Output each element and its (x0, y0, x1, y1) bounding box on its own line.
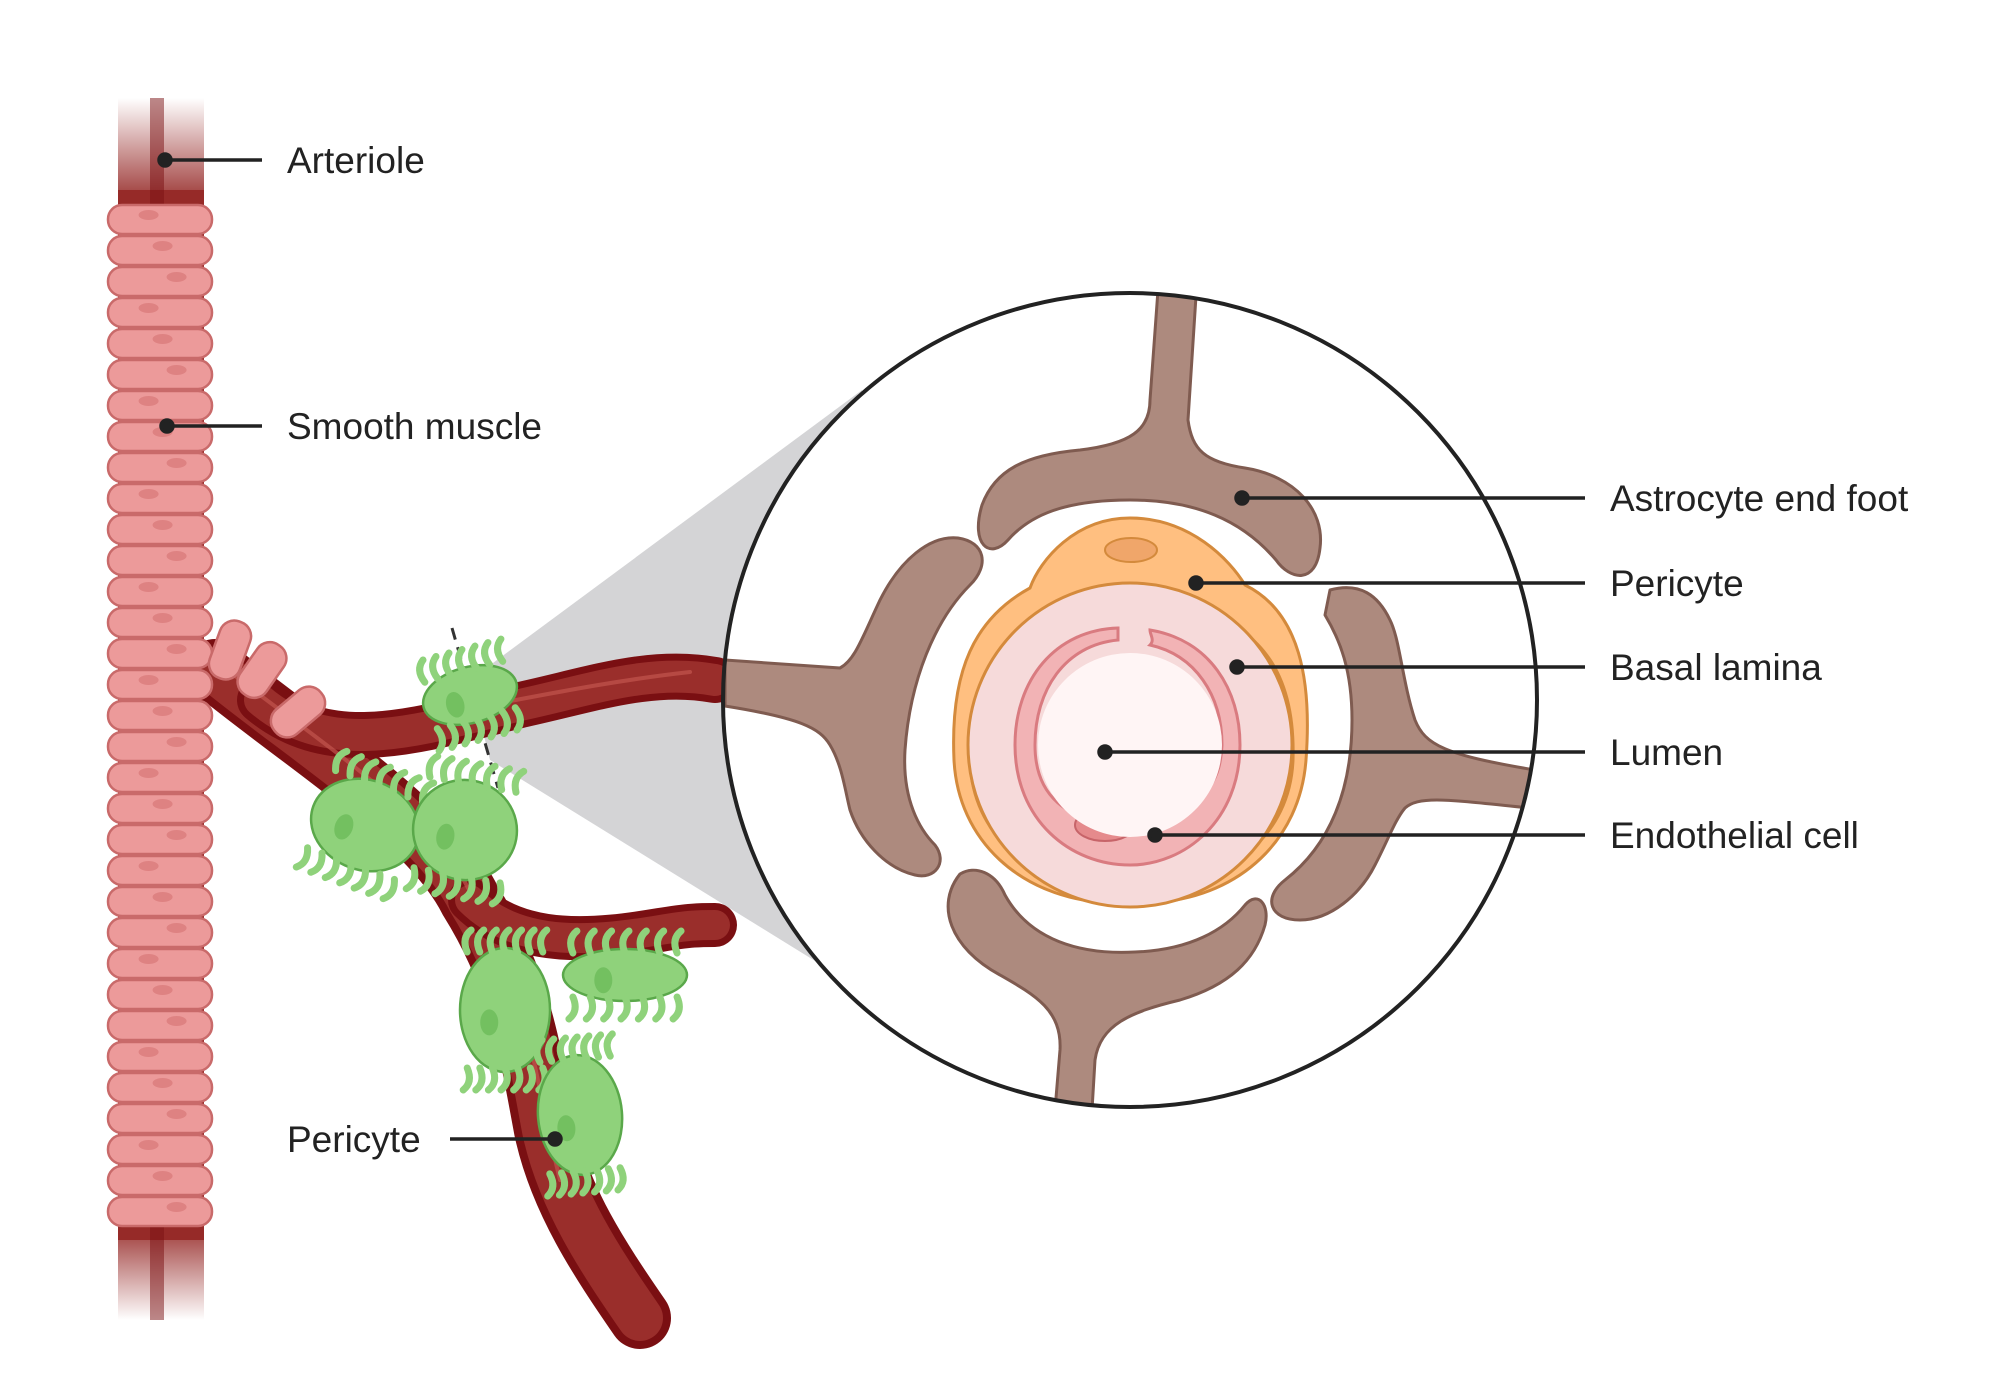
leader-lines (157, 152, 1585, 1147)
label-endothelial-cell: Endothelial cell (1610, 815, 1859, 856)
smooth-muscle-nucleus (152, 985, 173, 995)
pericyte-cell (416, 635, 524, 755)
smooth-muscle-ring (106, 1040, 214, 1073)
label-lumen: Lumen (1610, 732, 1723, 773)
smooth-muscle-nucleus (152, 799, 173, 809)
smooth-muscle-nucleus (152, 334, 173, 344)
smooth-muscle-ring (106, 265, 214, 298)
smooth-muscle-ring (106, 1195, 214, 1228)
smooth-muscle-ring (106, 730, 214, 763)
magnifier-outline (721, 291, 1539, 1109)
smooth-muscle-nucleus (152, 1171, 173, 1181)
smooth-muscle-nucleus (166, 458, 187, 468)
smooth-muscle-ring (106, 358, 214, 391)
smooth-muscle-ring (106, 203, 214, 236)
label-smooth-muscle: Smooth muscle (287, 406, 542, 447)
smooth-muscle-ring (106, 296, 214, 329)
smooth-muscle-nucleus (166, 551, 187, 561)
smooth-muscle-ring (106, 637, 214, 670)
lumen (1038, 653, 1222, 837)
smooth-muscle-ring (106, 575, 214, 608)
smooth-muscle-rings (106, 203, 327, 1228)
smooth-muscle-nucleus (138, 210, 159, 220)
smooth-muscle-nucleus (166, 272, 187, 282)
smooth-muscle-nucleus (152, 892, 173, 902)
smooth-muscle-ring (106, 947, 214, 980)
smooth-muscle-nucleus (152, 1078, 173, 1088)
smooth-muscle-nucleus (138, 861, 159, 871)
smooth-muscle-nucleus (138, 675, 159, 685)
smooth-muscle-nucleus (138, 954, 159, 964)
smooth-muscle-ring (106, 451, 214, 484)
smooth-muscle-nucleus (166, 365, 187, 375)
pericytes-on-vessel (292, 635, 689, 1200)
smooth-muscle-nucleus (138, 489, 159, 499)
pericyte-cell (402, 752, 528, 908)
smooth-muscle-ring (106, 823, 214, 856)
smooth-muscle-nucleus (166, 737, 187, 747)
smooth-muscle-ring (106, 544, 214, 577)
smooth-muscle-nucleus (152, 520, 173, 530)
smooth-muscle-ring (106, 761, 214, 794)
smooth-muscle-ring (106, 482, 214, 515)
label-arteriole: Arteriole (287, 140, 425, 181)
smooth-muscle-nucleus (138, 1047, 159, 1057)
smooth-muscle-nucleus (166, 1109, 187, 1119)
label-basal-lamina: Basal lamina (1610, 647, 1822, 688)
smooth-muscle-nucleus (166, 1202, 187, 1212)
smooth-muscle-ring (269, 685, 327, 739)
smooth-muscle-nucleus (166, 1016, 187, 1026)
smooth-muscle-nucleus (166, 830, 187, 840)
label-pericyte-left: Pericyte (287, 1119, 421, 1160)
smooth-muscle-ring (106, 668, 214, 701)
smooth-muscle-nucleus (152, 613, 173, 623)
label-pericyte-right: Pericyte (1610, 563, 1744, 604)
smooth-muscle-nucleus (138, 768, 159, 778)
smooth-muscle-ring (106, 1102, 214, 1135)
smooth-muscle-nucleus (166, 923, 187, 933)
smooth-muscle-nucleus (152, 241, 173, 251)
smooth-muscle-nucleus (138, 396, 159, 406)
smooth-muscle-ring (106, 1133, 214, 1166)
smooth-muscle-ring (207, 619, 253, 681)
astrocyte-end-feet (723, 293, 1537, 1107)
pericyte-cell (458, 926, 552, 1094)
pericyte-cell (561, 927, 689, 1023)
smooth-muscle-nucleus (152, 706, 173, 716)
smooth-muscle-nucleus (138, 582, 159, 592)
smooth-muscle-nucleus (166, 644, 187, 654)
smooth-muscle-ring (106, 916, 214, 949)
pericyte-cell (292, 747, 438, 903)
cross-section (723, 293, 1537, 1107)
smooth-muscle-ring (236, 640, 288, 700)
smooth-muscle-nucleus (138, 303, 159, 313)
smooth-muscle-nucleus (138, 1140, 159, 1150)
smooth-muscle-ring (106, 854, 214, 887)
label-astrocyte-end-foot: Astrocyte end foot (1610, 478, 1909, 519)
smooth-muscle-ring (106, 1009, 214, 1042)
pericyte-nucleus (1104, 537, 1158, 563)
smooth-muscle-ring (106, 389, 214, 422)
